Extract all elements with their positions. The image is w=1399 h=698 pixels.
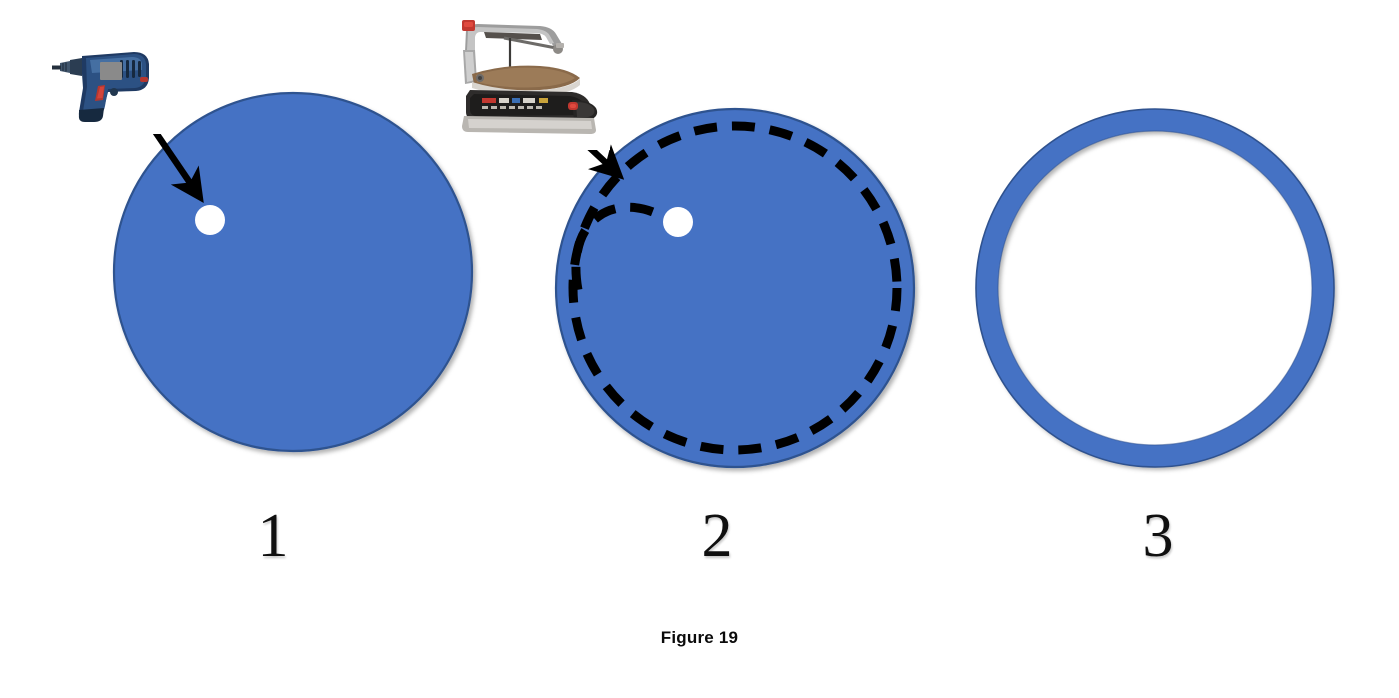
step-2-cut-line-outer — [568, 121, 902, 455]
step-2-group — [554, 107, 916, 469]
scroll-saw-photo-inner — [438, 2, 610, 150]
figure-caption: Figure 19 — [660, 628, 739, 647]
electric-drill-photo — [46, 26, 172, 134]
step-1-number: 1 — [257, 502, 289, 570]
electric-drill-photo-inner — [46, 26, 172, 134]
step-2-disc — [554, 107, 916, 469]
scroll-saw-photo — [438, 2, 610, 150]
step-3-group — [975, 108, 1335, 468]
step-3-ring-outer-edge — [975, 108, 1335, 468]
step-3-ring — [976, 109, 1334, 467]
scroll-saw-icon — [438, 2, 610, 150]
step-3-number: 3 — [1142, 502, 1174, 570]
electric-drill-icon — [46, 26, 172, 134]
step-3-ring-inner-edge — [997, 130, 1313, 446]
step-2-number: 2 — [701, 502, 733, 570]
arrow-drill-to-hole — [147, 122, 204, 203]
step-1-pilot-hole — [195, 205, 225, 235]
step-2-cut-line-lead-in — [571, 202, 687, 291]
step-2-pilot-hole — [663, 207, 693, 237]
